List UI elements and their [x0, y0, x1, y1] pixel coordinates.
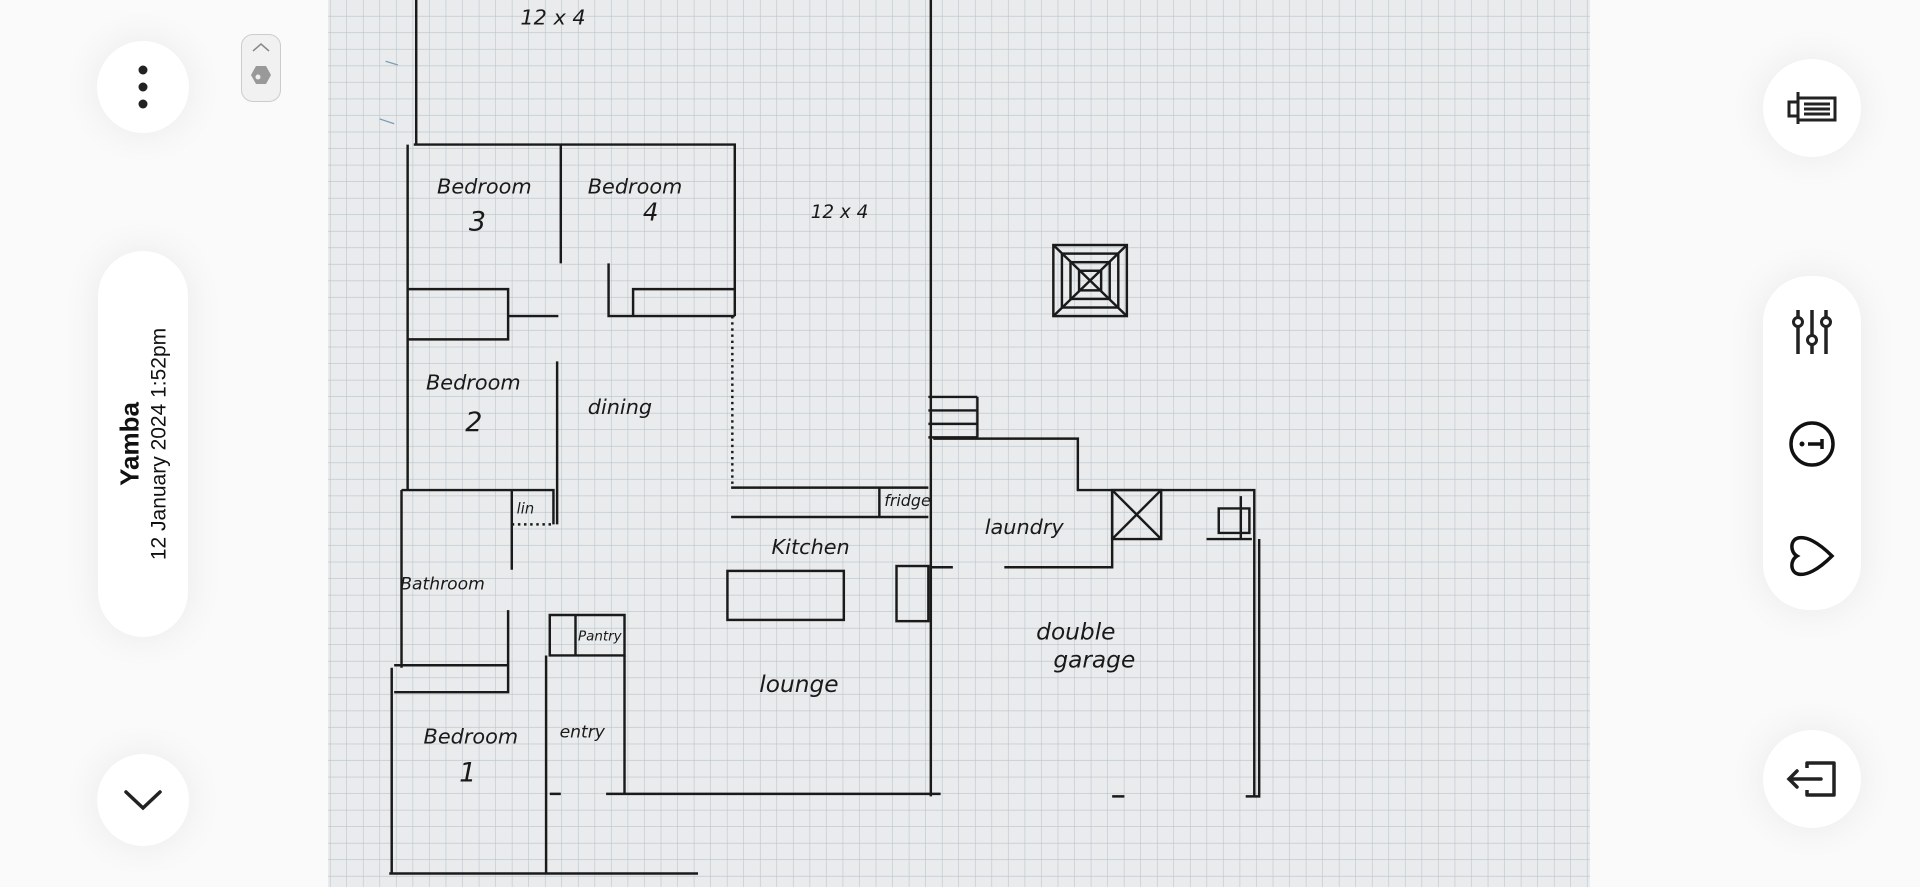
quick-tools-handle[interactable] [241, 34, 281, 102]
location-label: Yamba [114, 402, 145, 486]
collapse-button[interactable] [97, 754, 189, 846]
room-label-bedroom2: Bedroom [426, 371, 521, 395]
more-vertical-icon [138, 65, 148, 109]
room-number: 3 [469, 206, 486, 237]
chevron-up-icon [252, 43, 270, 52]
room-label-pantry: Pantry [578, 629, 623, 645]
room-label-double: double [1036, 619, 1115, 646]
sliders-icon [1792, 310, 1832, 354]
info-icon [1789, 421, 1835, 467]
exit-button[interactable] [1763, 730, 1861, 828]
room-number: 2 [465, 407, 482, 438]
room-label-lin: lin [517, 500, 534, 517]
room-label-kitchen: Kitchen [772, 535, 850, 559]
room-number: 4 [643, 198, 659, 227]
room-label-bedroom3: Bedroom [437, 175, 532, 199]
floor-plan-photo[interactable]: 12 x 4 12 x 4 Bedroom 3 Bedroom 4 Bedroo… [328, 0, 1590, 887]
photo-details-pill[interactable]: Yamba 12 January 2024 1:52pm [98, 251, 188, 637]
info-button[interactable] [1788, 420, 1836, 473]
walls [379, 0, 1261, 875]
favorite-button[interactable] [1788, 534, 1836, 583]
adjust-button[interactable] [1790, 308, 1834, 361]
room-label-bathroom: Bathroom [400, 574, 485, 594]
datetime-label: 12 January 2024 1:52pm [147, 327, 171, 561]
chevron-down-icon [124, 790, 162, 811]
tag-icon [1787, 92, 1837, 124]
dimension-label: 12 x 4 [520, 6, 585, 30]
room-label-lounge: lounge [759, 671, 838, 698]
room-label-bedroom1: Bedroom [424, 725, 519, 749]
more-options-button[interactable] [97, 41, 189, 133]
tools-pill [1763, 276, 1861, 610]
room-label-garage: garage [1053, 647, 1135, 674]
exit-icon [1786, 761, 1836, 797]
room-label-dining: dining [588, 395, 652, 419]
room-label-fridge: fridge [884, 491, 931, 510]
heart-icon [1790, 535, 1835, 577]
dimension-label: 12 x 4 [811, 202, 869, 223]
room-label-entry: entry [560, 723, 606, 743]
room-label-laundry: laundry [985, 515, 1065, 539]
room-label-bedroom4: Bedroom [588, 175, 683, 199]
tag-icon [251, 66, 271, 84]
tag-button[interactable] [1763, 59, 1861, 157]
room-number: 1 [459, 758, 476, 789]
